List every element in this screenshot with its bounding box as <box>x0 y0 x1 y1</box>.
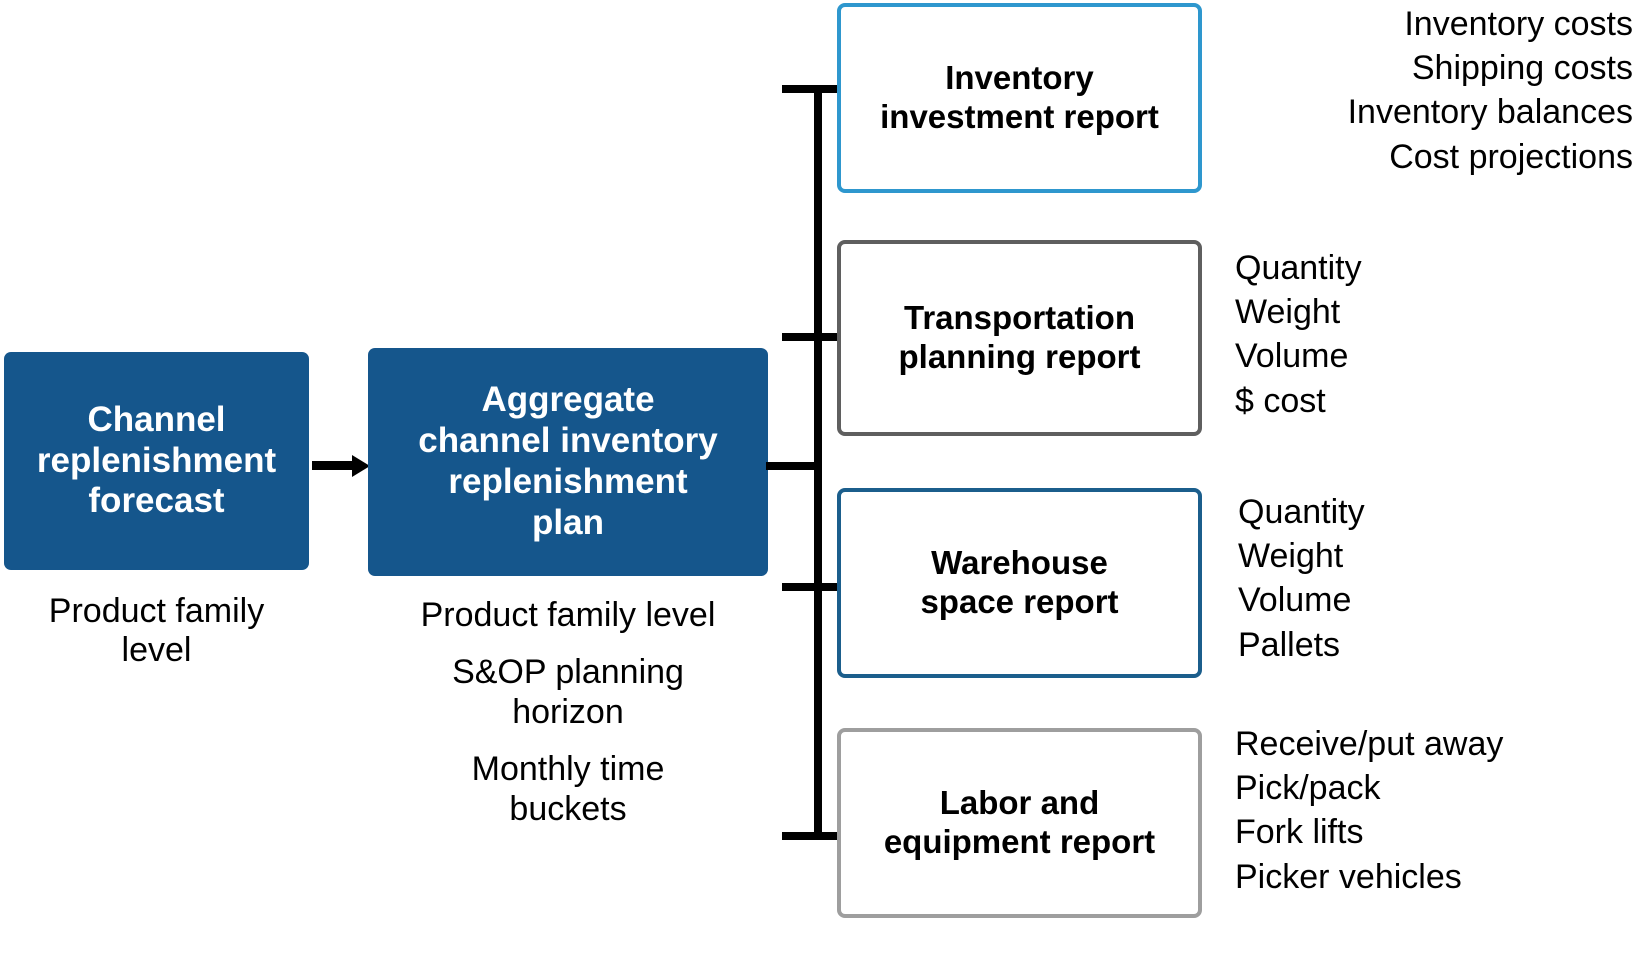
report-box-label: Inventory investment report <box>880 59 1159 135</box>
attribute-item: Pick/pack <box>1235 769 1381 808</box>
attribute-item: Quantity <box>1235 249 1362 287</box>
attribute-item: $ cost <box>1235 381 1326 420</box>
caption-channel-replenishment-forecast: Product family level <box>4 592 309 671</box>
attribute-item: Inventory costs <box>1404 5 1633 43</box>
process-box-label: Channel replenishment forecast <box>36 399 277 521</box>
report-box-labor-and-equipment-report[interactable]: Labor and equipment report <box>837 728 1202 918</box>
report-box-label: Warehouse space report <box>920 544 1119 620</box>
process-box-aggregate-channel-inventory-replenishment-plan[interactable]: Aggregate channel inventory replenishmen… <box>368 348 768 576</box>
report-box-transportation-planning-report[interactable]: Transportation planning report <box>837 240 1202 436</box>
caption-line: S&OP planning horizon <box>452 653 684 731</box>
connector-branch-inventory-investment-report <box>782 85 842 93</box>
process-box-label: Aggregate channel inventory replenishmen… <box>418 380 718 542</box>
attribute-item: Fork lifts <box>1235 813 1364 852</box>
report-box-label: Labor and equipment report <box>883 784 1156 860</box>
caption-line: Product family level <box>48 592 265 670</box>
report-box-warehouse-space-report[interactable]: Warehouse space report <box>837 488 1202 678</box>
attribute-item: Quantity <box>1238 493 1365 531</box>
attribute-item: Inventory balances <box>1347 93 1633 132</box>
caption-line: Product family level <box>420 596 716 634</box>
arrow-head-icon <box>352 455 370 477</box>
attribute-item: Shipping costs <box>1411 49 1633 88</box>
attribute-item: Picker vehicles <box>1235 857 1462 896</box>
caption-line: Monthly time buckets <box>471 750 665 828</box>
attribute-item: Weight <box>1238 537 1344 576</box>
connector-trunk <box>814 85 822 840</box>
connector-branch-transportation-planning-report <box>782 333 842 341</box>
caption-aggregate-plan: Product family level S&OP planning horiz… <box>368 596 768 829</box>
process-box-channel-replenishment-forecast[interactable]: Channel replenishment forecast <box>4 352 309 570</box>
report-box-inventory-investment-report[interactable]: Inventory investment report <box>837 3 1202 193</box>
attribute-item: Pallets <box>1238 625 1341 664</box>
attribute-list-labor-and-equipment-report: Receive/put away Pick/pack Fork lifts Pi… <box>1235 722 1640 899</box>
connector-branch-warehouse-space-report <box>782 583 842 591</box>
attribute-item: Cost projections <box>1389 137 1633 176</box>
attribute-item: Weight <box>1235 293 1341 332</box>
connector-forecast-to-plan <box>312 461 356 470</box>
attribute-list-warehouse-space-report: Quantity Weight Volume Pallets <box>1238 490 1643 667</box>
attribute-item: Volume <box>1238 581 1352 620</box>
report-box-label: Transportation planning report <box>898 299 1141 375</box>
attribute-item: Volume <box>1235 337 1349 376</box>
connector-plan-to-trunk <box>766 462 822 470</box>
attribute-item: Receive/put away <box>1235 725 1504 763</box>
attribute-list-inventory-investment-report: Inventory costs Shipping costs Inventory… <box>1185 2 1633 179</box>
connector-branch-labor-and-equipment-report <box>782 832 842 840</box>
attribute-list-transportation-planning-report: Quantity Weight Volume $ cost <box>1235 246 1640 423</box>
